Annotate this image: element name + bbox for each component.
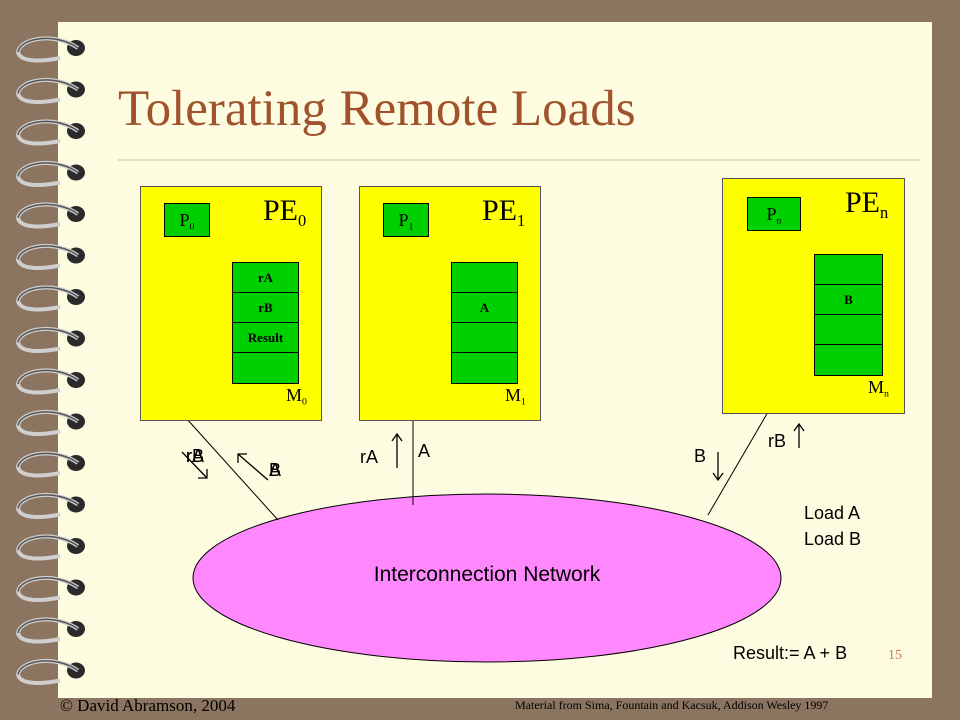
pen-memory-cell: B — [815, 285, 882, 315]
binder-ring — [15, 160, 85, 187]
pen-reply-arrow — [712, 452, 724, 482]
binder-ring — [15, 492, 85, 519]
pe0-memory-cell: rA — [233, 263, 298, 293]
pe1-processor: P1 — [383, 203, 429, 237]
binder-rings — [15, 36, 85, 685]
pe1-memory: A — [451, 262, 518, 384]
pe1-label: PE1 — [482, 194, 526, 230]
pen-processor: Pn — [747, 197, 801, 231]
binder-ring — [15, 202, 85, 229]
pe1-memory-cell: A — [452, 293, 517, 323]
pe0-network-link — [185, 417, 279, 521]
binder-ring — [15, 243, 85, 270]
binder-ring — [15, 409, 85, 436]
pen-memory: B — [814, 254, 883, 376]
network-ellipse — [192, 493, 782, 663]
pen-memory-label: Mn — [868, 377, 889, 400]
binder-ring — [15, 285, 85, 312]
pen-memory-cell — [815, 345, 882, 375]
slide-title: Tolerating Remote Loads — [118, 81, 636, 137]
pe0-request-arrow — [181, 451, 208, 479]
binder-ring — [15, 575, 85, 602]
pe0-memory: rA rB Result — [232, 262, 299, 384]
code-line-3: Result:= A + B — [733, 643, 848, 663]
footer-source: Material from Sima, Fountain and Kacsuk,… — [515, 698, 829, 712]
pe0-memory-cell: Result — [233, 323, 298, 353]
page-number: 15 — [888, 648, 902, 663]
pen-label: PEn — [845, 186, 889, 222]
pe1-request-arrow — [391, 432, 403, 468]
pe1-memory-cell — [452, 263, 517, 293]
pe0-message-out-b: rB — [186, 446, 204, 466]
pe0-processor: P0 — [164, 203, 210, 237]
pe0-memory-cell — [233, 353, 298, 383]
binder-ring — [15, 77, 85, 104]
code-line-2: Load B — [804, 529, 862, 549]
pen-request-arrow — [793, 422, 805, 448]
pe0-reply-arrow — [237, 453, 269, 481]
binder-ring — [15, 451, 85, 478]
code-line-1: Load A — [804, 503, 861, 523]
pen-memory-cell — [815, 255, 882, 285]
pen-network-link — [707, 411, 769, 516]
pe1-message-out: A — [418, 441, 431, 461]
network-label: Interconnection Network — [373, 563, 601, 586]
pen-memory-cell — [815, 315, 882, 345]
pen-message-out: B — [694, 446, 707, 466]
pe1-memory-cell — [452, 353, 517, 383]
pen-message-in: rB — [768, 431, 786, 451]
pe0-message-out-a: rA — [186, 446, 204, 466]
pe1-message-in: rA — [360, 447, 378, 467]
binder-ring — [15, 617, 85, 644]
binder-ring — [15, 658, 85, 685]
pe1-memory-label: M1 — [505, 385, 526, 408]
pe0-label: PE0 — [263, 194, 307, 230]
pe1-memory-cell — [452, 323, 517, 353]
pe0-message-in-b: B — [269, 460, 282, 480]
binder-ring — [15, 119, 85, 146]
footer-copyright: © David Abramson, 2004 — [60, 696, 236, 715]
pe0-message-in-a: A — [269, 460, 282, 480]
pe0-memory-label: M0 — [286, 385, 307, 408]
pe0-memory-cell: rB — [233, 293, 298, 323]
binder-ring — [15, 534, 85, 561]
binder-ring — [15, 368, 85, 395]
binder-ring — [15, 326, 85, 353]
binder-ring — [15, 36, 85, 63]
